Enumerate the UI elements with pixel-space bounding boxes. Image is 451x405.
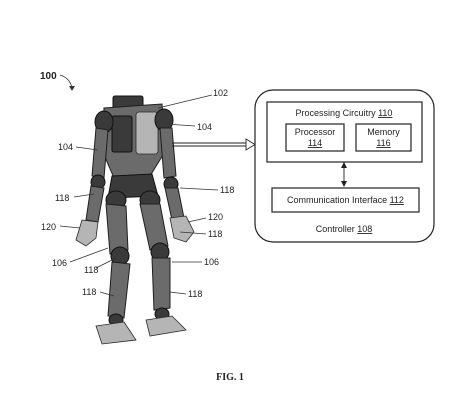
- ref-118-e: 118: [82, 287, 96, 297]
- processor-ref: 114: [308, 138, 322, 148]
- ref-118-a: 118: [55, 193, 69, 203]
- processor-label: Processor: [295, 127, 336, 137]
- system-ref-arrowhead: [69, 86, 75, 91]
- robot-right-foot: [145, 315, 187, 337]
- controller-label: Controller 108: [316, 224, 373, 234]
- robot-right-upper-arm: [159, 127, 177, 179]
- robot-right-thigh: [139, 203, 169, 251]
- robot-left-thigh: [105, 203, 129, 255]
- ref-118-d: 118: [84, 265, 98, 275]
- memory-box: [355, 123, 412, 152]
- reference-numerals: 102 104 104 118 118 120 120 118 106 118 …: [41, 88, 234, 299]
- bidirectional-arrow: [341, 162, 347, 187]
- ref-104-right: 104: [197, 122, 212, 132]
- ref-106-left: 106: [52, 258, 67, 268]
- robot-illustration: [75, 95, 195, 345]
- communication-interface-box: [271, 187, 420, 213]
- robot-backpack: [135, 111, 159, 155]
- robot-left-forearm: [85, 185, 105, 223]
- ref-102: 102: [213, 88, 228, 98]
- robot-to-controller-arrow: [172, 138, 256, 151]
- robot-right-shin: [151, 257, 171, 311]
- memory-label: Memory: [367, 127, 400, 137]
- robot-left-hand: [75, 219, 99, 247]
- memory-ref: 116: [376, 138, 390, 148]
- ref-104-left: 104: [58, 142, 73, 152]
- robot-right-forearm: [164, 187, 185, 221]
- ref-106-right: 106: [204, 257, 219, 267]
- ref-120-right: 120: [208, 212, 223, 222]
- ref-118-f: 118: [188, 289, 202, 299]
- system-ref-label: 100: [40, 71, 57, 82]
- processing-circuitry-label: Processing Circuitry 110: [296, 108, 393, 118]
- communication-interface-label: Communication Interface 112: [287, 195, 404, 205]
- ref-118-c: 118: [208, 229, 222, 239]
- ref-118-b: 118: [220, 185, 234, 195]
- robot-left-foot: [95, 321, 137, 345]
- robot-right-hand: [169, 215, 195, 243]
- controller-block: Processing Circuitry 110 Processor 114 M…: [254, 89, 435, 243]
- figure-caption: FIG. 1: [216, 372, 244, 383]
- processor-box: [285, 123, 345, 152]
- ref-120-left: 120: [41, 222, 56, 232]
- robot-left-shin: [107, 261, 131, 319]
- robot-left-upper-arm: [91, 127, 109, 179]
- robot-chest-panel: [111, 115, 133, 153]
